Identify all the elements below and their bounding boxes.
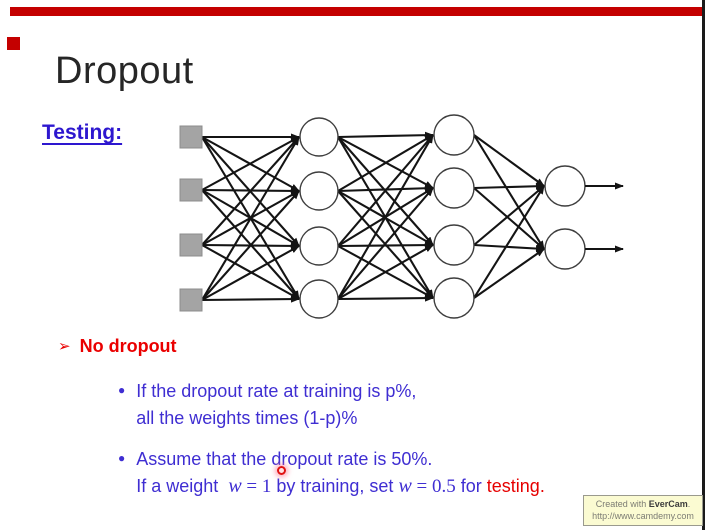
frame-edge-line (702, 0, 705, 530)
no-dropout-heading: ➢ No dropout (58, 336, 177, 357)
recording-progress-bar (10, 7, 705, 16)
text-segment: w (228, 475, 242, 497)
text-segment: If a weight (136, 476, 229, 496)
watermark-line1: Created with EverCam. (584, 498, 702, 510)
text-segment: = 0.5 (411, 476, 456, 497)
recording-marker (7, 37, 20, 50)
text-segment: = 1 (241, 476, 272, 497)
created-with-label: Created with (595, 499, 649, 509)
text-segment: by training, set (271, 476, 399, 496)
laser-pointer-dot (277, 466, 286, 475)
testing-label: Testing: (42, 121, 123, 144)
bullet2-line2: If a weight w = 1 by training, set w = 0… (136, 473, 545, 500)
neural-network-diagram (179, 114, 624, 319)
bullet-dot-icon: ● (118, 451, 126, 465)
no-dropout-label: No dropout (79, 336, 177, 356)
bullet-item-weights: ● If the dropout rate at training is p%,… (118, 378, 416, 432)
watermark-period: . (687, 499, 691, 509)
evercam-brand: EverCam (648, 499, 688, 509)
slide-title: Dropout (55, 50, 194, 92)
text-segment: w (398, 475, 412, 497)
evercam-watermark: Created with EverCam. http://www.camdemy… (583, 495, 703, 526)
bullet-item-assume: ● Assume that the dropout rate is 50%. I… (118, 446, 545, 500)
camdemy-url: http://www.camdemy.com (592, 511, 694, 521)
arrow-bullet-icon: ➢ (58, 338, 71, 355)
bullet1-line1: If the dropout rate at training is p%, (136, 381, 417, 401)
text-segment: for (455, 476, 487, 496)
bullet1-line2: all the weights times (1-p)% (136, 408, 358, 428)
bullet-dot-icon: ● (118, 383, 126, 397)
text-segment: testing. (486, 476, 545, 496)
bullet2-line1: Assume that the dropout rate is 50%. (136, 449, 433, 469)
